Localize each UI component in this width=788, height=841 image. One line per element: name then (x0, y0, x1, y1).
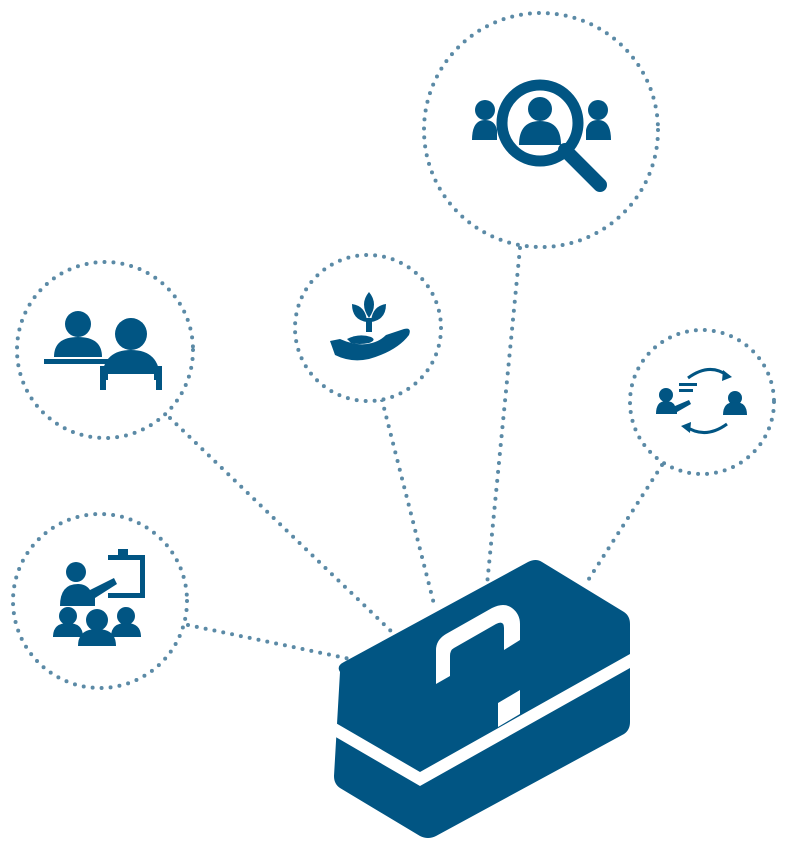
knowledge-exchange-icon (656, 368, 747, 434)
connectors (168, 246, 664, 662)
connector-interview (485, 246, 522, 587)
candidate-search-icon (472, 79, 611, 192)
toolbox-icon (334, 560, 630, 838)
toolbox-body (334, 560, 630, 838)
connector-growth (380, 398, 437, 610)
node-ring-training (11, 512, 189, 690)
connector-training (186, 623, 357, 662)
plant-in-hand-icon (330, 292, 410, 361)
connector-exchange (583, 463, 664, 587)
classroom-training-icon (53, 549, 145, 646)
toolbox-latch (498, 690, 520, 727)
desk-meeting-icon (44, 311, 162, 390)
node-ring-meeting (15, 260, 195, 440)
toolbox-handle (436, 605, 520, 684)
node-ring-exchange (628, 328, 776, 476)
connector-meeting (168, 416, 397, 637)
